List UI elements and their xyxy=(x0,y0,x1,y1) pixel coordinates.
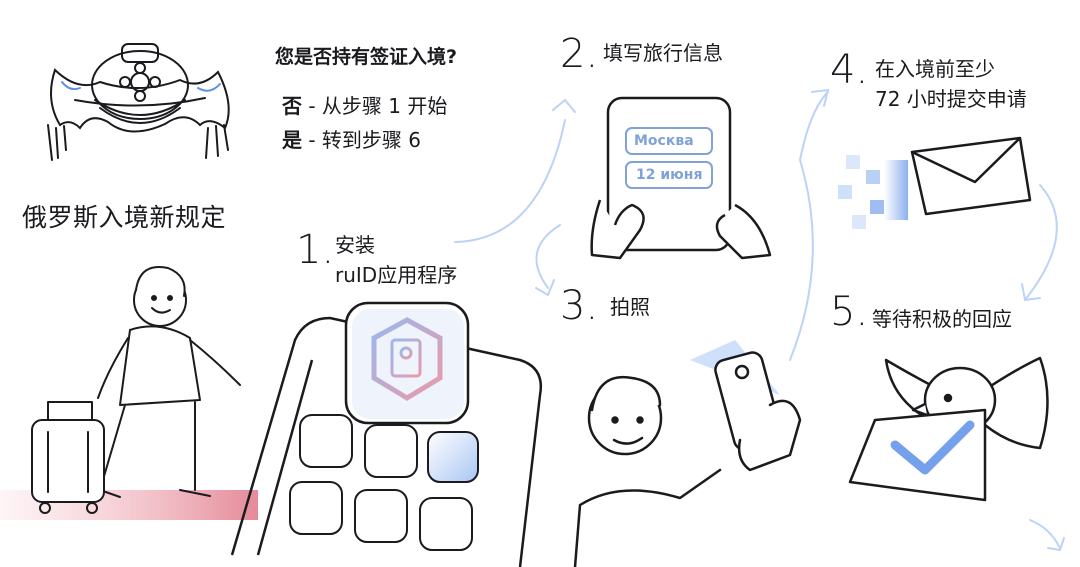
passport-app-icon xyxy=(344,301,470,425)
traveler-figure xyxy=(31,266,241,514)
selfie-figure xyxy=(573,340,802,567)
phone-field-city: Москва xyxy=(634,133,694,149)
step-4-label: 在入境前至少 72 小时提交申请 xyxy=(875,54,1027,114)
answer-yes-text: - 转到步骤 6 xyxy=(308,128,422,152)
step-3-label: 拍照 xyxy=(610,295,650,319)
visa-question: 您是否持有签证入境? xyxy=(275,46,458,68)
step-4-line-2: 72 小时提交申请 xyxy=(875,87,1027,111)
answer-yes: 是 - 转到步骤 6 xyxy=(282,124,421,153)
envelope-icon xyxy=(838,136,1032,229)
step-2-number: 2. xyxy=(560,31,599,77)
step-3-number: 3. xyxy=(560,283,599,329)
step-1-number: 1. xyxy=(296,227,335,273)
answer-no: 否 - 从步骤 1 开始 xyxy=(282,90,447,119)
step-4-number: 4. xyxy=(830,47,869,93)
step-1-label: 安装 ruID应用程序 xyxy=(335,230,457,290)
step-1-line-1: 安装 xyxy=(335,233,375,257)
page-title: 俄罗斯入境新规定 xyxy=(22,203,227,232)
answer-no-text: - 从步骤 1 开始 xyxy=(308,94,448,118)
bread-tray-icon xyxy=(47,43,230,161)
step-5-label: 等待积极的回应 xyxy=(872,307,1012,331)
app-tiles xyxy=(289,414,479,551)
answer-no-key: 否 xyxy=(282,94,302,118)
dove-icon xyxy=(848,356,1049,502)
checkmark-icon xyxy=(890,420,975,475)
phone-hands xyxy=(590,96,772,260)
answer-yes-key: 是 xyxy=(282,128,302,152)
step-1-line-2: ruID应用程序 xyxy=(335,263,458,287)
step-2-label: 填写旅行信息 xyxy=(603,41,723,65)
phone-field-date: 12 июня xyxy=(636,167,703,183)
step-5-number: 5. xyxy=(830,289,869,335)
flow-arrows xyxy=(454,88,1065,552)
step-4-line-1: 在入境前至少 xyxy=(875,57,995,81)
